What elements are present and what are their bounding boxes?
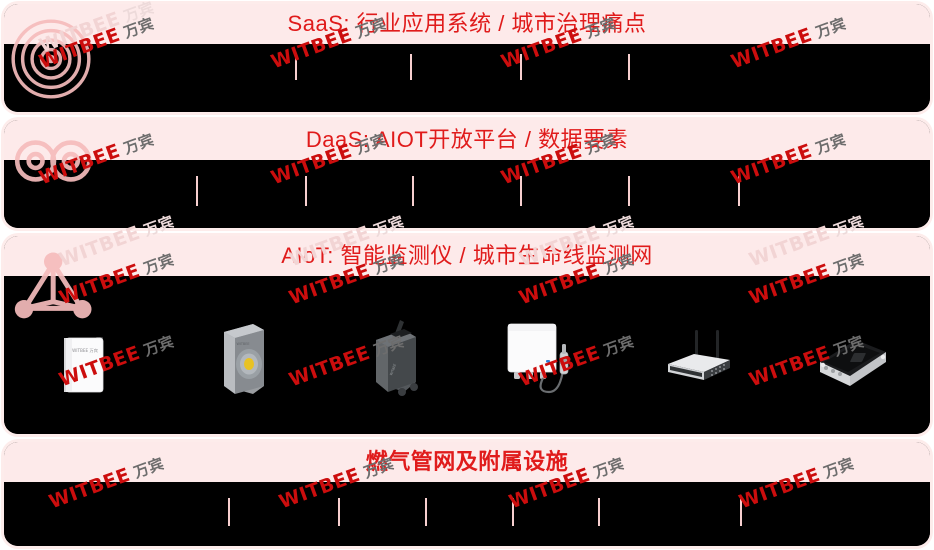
band-saas-header: SaaS: 行业应用系统 / 城市治理痛点 bbox=[4, 4, 930, 44]
tick-mark bbox=[738, 176, 740, 206]
svg-text:WITBEE 万宾: WITBEE 万宾 bbox=[72, 347, 98, 354]
band-saas: SaaS: 行业应用系统 / 城市治理痛点 bbox=[4, 4, 930, 112]
band-pipe-body bbox=[4, 482, 930, 546]
band-aiot-body: WITBEE 万宾 WITBEE bbox=[4, 276, 930, 434]
device-white-probe-controller bbox=[502, 320, 580, 402]
tick-mark bbox=[740, 498, 742, 526]
band-aiot: AIoT: 智能监测仪 / 城市生命线监测网 WITBEE 万宾 bbox=[4, 236, 930, 434]
device-white-wall-monitor: WITBEE 万宾 bbox=[54, 334, 112, 396]
tick-mark bbox=[520, 176, 522, 206]
band-aiot-header: AIoT: 智能监测仪 / 城市生命线监测网 bbox=[4, 236, 930, 276]
tick-mark bbox=[228, 498, 230, 526]
tick-mark bbox=[520, 54, 522, 80]
band-pipe-header: 燃气管网及附属设施 bbox=[4, 442, 930, 482]
band-saas-title: SaaS: 行业应用系统 / 城市治理痛点 bbox=[287, 11, 647, 36]
band-saas-body bbox=[4, 44, 930, 112]
tick-mark bbox=[305, 176, 307, 206]
band-aiot-title: AIoT: 智能监测仪 / 城市生命线监测网 bbox=[281, 243, 653, 268]
tick-mark bbox=[196, 176, 198, 206]
band-daas: DaaS: AIOT开放平台 / 数据要素 bbox=[4, 120, 930, 228]
device-dark-antenna-terminal: WITBEE bbox=[364, 318, 426, 402]
tick-mark bbox=[598, 498, 600, 526]
svg-text:WITBEE: WITBEE bbox=[236, 342, 249, 346]
tick-mark bbox=[628, 176, 630, 206]
tick-mark bbox=[295, 54, 297, 80]
band-pipe-network: 燃气管网及附属设施 bbox=[4, 442, 930, 546]
band-daas-header: DaaS: AIOT开放平台 / 数据要素 bbox=[4, 120, 930, 160]
tick-mark bbox=[410, 54, 412, 80]
tick-mark bbox=[425, 498, 427, 526]
device-grey-sensor-dome: WITBEE bbox=[215, 320, 269, 398]
band-pipe-title: 燃气管网及附属设施 bbox=[365, 449, 569, 474]
band-daas-body bbox=[4, 160, 930, 228]
band-daas-title: DaaS: AIOT开放平台 / 数据要素 bbox=[305, 127, 629, 152]
device-black-gateway-box bbox=[812, 336, 892, 392]
tick-mark bbox=[338, 498, 340, 526]
svg-text:WITBEE: WITBEE bbox=[389, 363, 397, 376]
tick-mark bbox=[628, 54, 630, 80]
device-dual-antenna-router bbox=[664, 328, 734, 390]
tick-mark bbox=[412, 176, 414, 206]
tick-mark bbox=[512, 498, 514, 526]
